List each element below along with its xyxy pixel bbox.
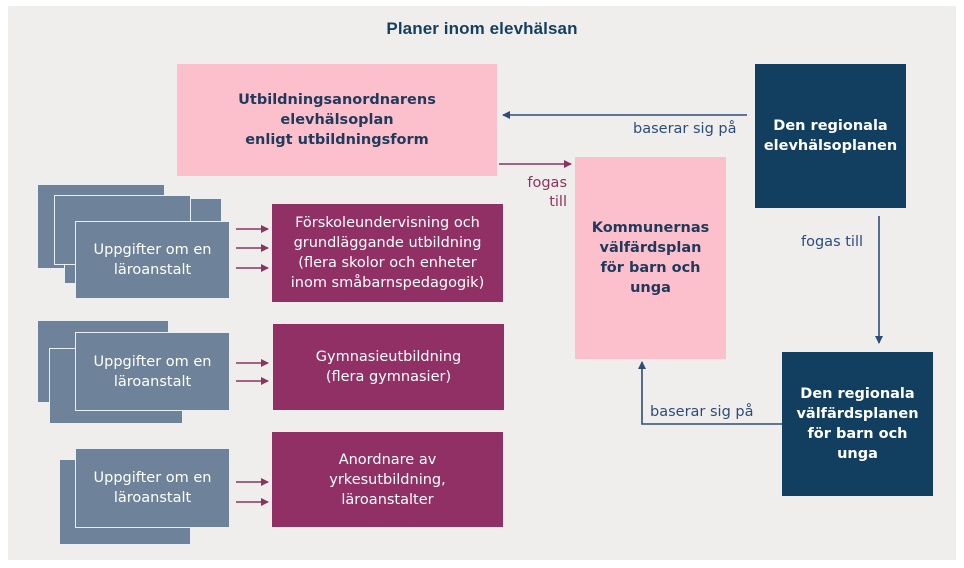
stack-front-card: Uppgifter om en läroanstalt xyxy=(75,221,230,299)
edge-label-baserar-bottom: baserar sig på xyxy=(650,404,754,420)
node-label: Anordnare av yrkesutbildning, läroanstal… xyxy=(329,451,446,508)
node-forskoleundervisning: Förskoleundervisning och grundläggande u… xyxy=(272,204,503,302)
node-gymnasieutbildning: Gymnasieutbildning (flera gymnasier) xyxy=(273,324,504,410)
node-yrkesutbildning: Anordnare av yrkesutbildning, läroanstal… xyxy=(272,432,503,527)
stack-label: Uppgifter om en läroanstalt xyxy=(93,470,212,506)
node-label: Gymnasieutbildning (flera gymnasier) xyxy=(315,349,462,385)
edge-label-fogas-till-right: fogas till xyxy=(801,234,864,250)
node-regionala-elevhalsoplanen: Den regionala elevhälsoplanen xyxy=(755,64,906,208)
edge-label-baserar-top: baserar sig på xyxy=(633,121,737,137)
node-label: Den regionala välfärdsplanen för barn oc… xyxy=(796,386,919,462)
stack-front-card: Uppgifter om en läroanstalt xyxy=(75,448,230,528)
node-utbildningsanordnarens-elevhalsoplan: Utbildningsanordnarens elevhälsoplan enl… xyxy=(177,64,497,176)
node-label: Förskoleundervisning och grundläggande u… xyxy=(290,215,485,291)
edge-label-fogas-till-left: fogas till xyxy=(527,175,567,210)
stack-front-card: Uppgifter om en läroanstalt xyxy=(75,332,230,411)
diagram-title: Planer inom elevhälsan xyxy=(386,19,578,38)
stack-label: Uppgifter om en läroanstalt xyxy=(93,353,212,390)
node-kommunernas-valfardsplan: Kommunernas välfärdsplan för barn och un… xyxy=(575,157,726,359)
node-label: Utbildningsanordnarens elevhälsoplan enl… xyxy=(238,92,436,148)
node-label: Den regionala elevhälsoplanen xyxy=(763,118,898,154)
stack-label: Uppgifter om en läroanstalt xyxy=(93,242,212,278)
node-regionala-valfardsplanen: Den regionala välfärdsplanen för barn oc… xyxy=(782,352,933,496)
node-label: Kommunernas välfärdsplan för barn och un… xyxy=(591,220,710,296)
